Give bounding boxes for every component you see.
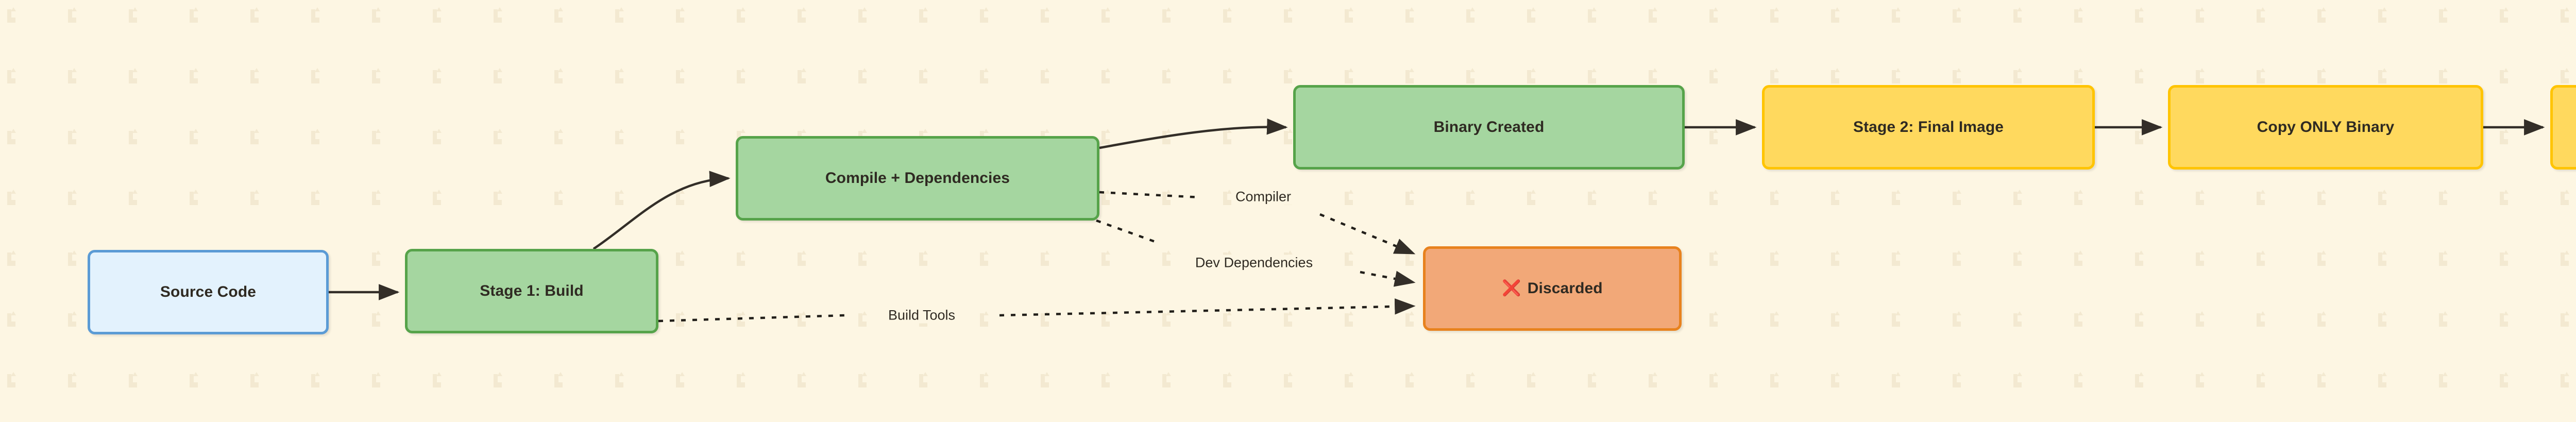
edge-label-compiler: Compiler <box>1231 189 1296 205</box>
edge-stage-1-build-to-discarded-buildtools <box>658 314 845 323</box>
node-stage-1-build[interactable]: Stage 1: Build <box>405 249 658 333</box>
node-label-copy-only-binary: Copy ONLY Binary <box>2257 119 2395 136</box>
edge-label-build-tools: Build Tools <box>884 307 960 324</box>
node-label-compile-dependencies: Compile + Dependencies <box>825 170 1010 187</box>
node-stage-2-final-image[interactable]: Stage 2: Final Image <box>1762 85 2095 170</box>
node-discarded[interactable]: ❌ Discarded <box>1423 246 1682 331</box>
node-source-code[interactable]: Source Code <box>88 250 329 334</box>
edge-stage-1-build-to-discarded-buildtools-2 <box>999 298 1416 317</box>
node-copy-only-binary[interactable]: Copy ONLY Binary <box>2168 85 2483 170</box>
edge-label-dev-dependencies: Dev Dependencies <box>1191 255 1317 271</box>
node-label-source-code: Source Code <box>160 283 257 300</box>
edge-stage-1-build-to-compile-dependencies <box>592 171 731 250</box>
node-distroless-base[interactable]: Distroless Base <box>2550 85 2576 170</box>
node-compile-dependencies[interactable]: Compile + Dependencies <box>736 136 1099 221</box>
cross-mark-icon: ❌ <box>1502 280 1521 297</box>
edge-compile-dependencies-to-discarded-compiler <box>1099 191 1201 199</box>
node-label-discarded: Discarded <box>1527 280 1603 297</box>
node-label-stage-2-final-image: Stage 2: Final Image <box>1853 119 2004 136</box>
edge-compile-dependencies-to-binary-created <box>1099 118 1288 149</box>
edge-compile-dependencies-to-discarded-devdeps <box>1096 219 1160 245</box>
node-label-stage-1-build: Stage 1: Build <box>480 282 584 299</box>
node-binary-created[interactable]: Binary Created <box>1293 85 1685 170</box>
edge-compile-dependencies-to-discarded-compiler-2 <box>1319 213 1416 255</box>
edge-compile-dependencies-to-discarded-devdeps-2 <box>1360 271 1416 287</box>
node-label-binary-created: Binary Created <box>1433 119 1545 136</box>
